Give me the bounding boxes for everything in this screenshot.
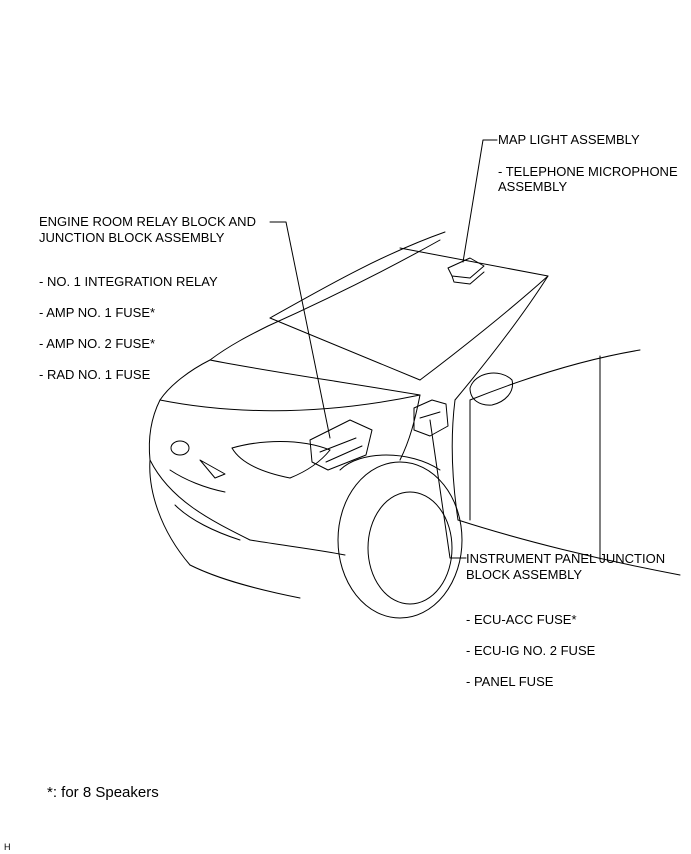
instrument-panel-item: - PANEL FUSE <box>466 674 554 689</box>
instrument-panel-item: - ECU-ACC FUSE* <box>466 612 577 627</box>
leader-lines <box>269 139 498 559</box>
engine-room-item: - RAD NO. 1 FUSE <box>39 367 151 382</box>
engine-room-block-label-line2: JUNCTION BLOCK ASSEMBLY <box>39 230 225 245</box>
engine-room-item: - NO. 1 INTEGRATION RELAY <box>39 274 218 289</box>
corner-mark: H <box>4 842 11 852</box>
instrument-panel-item: - ECU-IG NO. 2 FUSE <box>466 643 596 658</box>
map-light-item: ASSEMBLY <box>498 179 568 194</box>
engine-room-item: - AMP NO. 1 FUSE* <box>39 305 156 320</box>
instrument-panel-block-label-line2: BLOCK ASSEMBLY <box>466 567 583 582</box>
map-light-item: - TELEPHONE MICROPHONE <box>498 164 678 179</box>
map-light-assembly-label: MAP LIGHT ASSEMBLY <box>498 132 640 147</box>
car-outline <box>148 231 681 619</box>
instrument-panel-block-label: INSTRUMENT PANEL JUNCTION <box>466 551 666 566</box>
component-boxes <box>309 257 485 471</box>
footnote: *: for 8 Speakers <box>47 784 159 801</box>
engine-room-item: - AMP NO. 2 FUSE* <box>39 336 156 351</box>
engine-room-block-label: ENGINE ROOM RELAY BLOCK AND <box>39 214 256 229</box>
